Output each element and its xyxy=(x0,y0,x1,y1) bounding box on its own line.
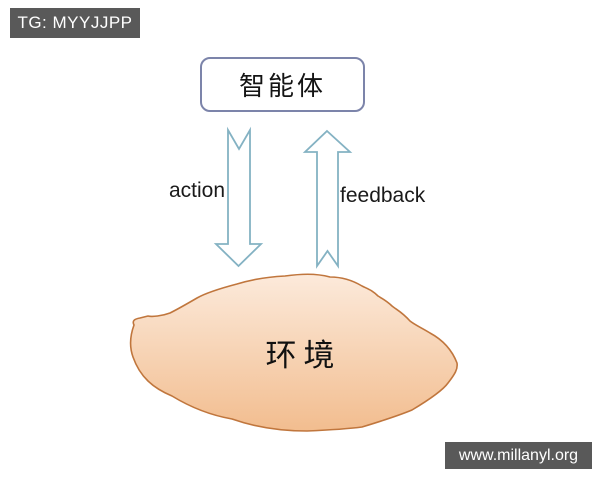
environment-blob-shape xyxy=(129,273,458,432)
action-arrow-label: action xyxy=(169,179,226,202)
action-arrow-down xyxy=(213,126,264,268)
environment-label: 环境 xyxy=(265,338,342,374)
website-watermark-label: www.millanyl.org xyxy=(458,446,579,464)
feedback-arrow-up xyxy=(302,129,353,269)
telegram-watermark-badge: TG: MYYJJPP xyxy=(10,8,140,38)
agent-node: 智能体 xyxy=(200,57,365,112)
feedback-arrow-label: feedback xyxy=(340,184,426,207)
agent-node-label: 智能体 xyxy=(238,72,326,102)
telegram-watermark-label: TG: MYYJJPP xyxy=(17,13,133,32)
website-watermark-badge: www.millanyl.org xyxy=(445,442,592,469)
